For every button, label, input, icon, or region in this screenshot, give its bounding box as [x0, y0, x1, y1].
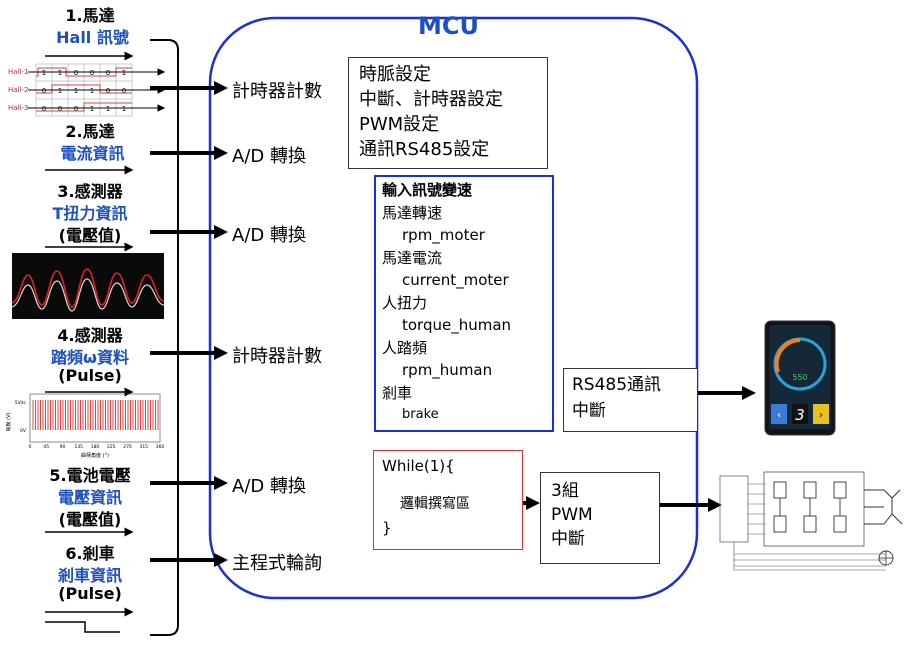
pulse-chart-xtick: 90	[60, 444, 66, 450]
hall-2-bit-4: 1	[90, 87, 94, 95]
input-6-title: 6.剎車	[65, 544, 115, 563]
input-3-note: (電壓值)	[58, 226, 122, 245]
input-5-note: (電壓值)	[58, 510, 122, 529]
bike-display-device: 550 3 ‹ ›	[764, 320, 836, 436]
while-open: While(1){	[382, 457, 455, 475]
mcu-label-adc-2: A/D 轉換	[232, 225, 306, 246]
pwm-interrupt-box: 3組 PWM 中斷	[540, 472, 660, 564]
mcu-label-timer-1: 計時器計數	[232, 81, 322, 102]
cadence-pulse-chart: 電壓 (V) 5Vdc 0V 0 45 90 135 180 225 270 3…	[6, 393, 164, 459]
input-5-title: 5.電池電壓	[49, 466, 131, 485]
input-1-subtitle: Hall 訊號	[56, 28, 129, 47]
hall-3-bit-1: 0	[42, 105, 46, 113]
input-4-subtitle: 踏頻ω資料	[51, 348, 129, 367]
variable-label: 人扭力	[382, 293, 428, 312]
display-gear: 3	[795, 406, 805, 424]
mcu-label-adc-1: A/D 轉換	[232, 146, 306, 167]
while-close: }	[382, 519, 392, 537]
variable-name: brake	[402, 407, 439, 422]
input-5-subtitle: 電壓資訊	[57, 488, 122, 507]
mcu-label-polling: 主程式輪詢	[232, 553, 322, 574]
hall-2-bit-1: 0	[42, 87, 46, 95]
hall-2-bit-6: 0	[122, 87, 126, 95]
input-bracket	[150, 39, 179, 636]
hall-3-label: Hall-3	[8, 104, 28, 112]
rs485-interrupt-box: RS485通訊 中斷	[563, 368, 698, 432]
pulse-chart-xlabel: 曲柄角度 (°)	[81, 452, 109, 459]
hall-signal-table: Hall-1 Hall-2 Hall-3 1 1 0 0 0 1 0 1 1 1 0 0 0 0 0 1 1…	[8, 63, 166, 117]
hall-2-bit-5: 0	[106, 87, 110, 95]
input-2-title: 2.馬達	[65, 122, 115, 141]
torque-waveform-image	[12, 253, 164, 319]
hall-2-bit-3: 1	[74, 87, 78, 95]
pulse-chart-xtick: 315	[139, 444, 148, 450]
pulse-chart-xtick: 45	[43, 444, 49, 450]
logic-area-label: 邏輯撰寫區	[400, 496, 470, 512]
input-4-title: 4.感測器	[57, 326, 123, 345]
mcu-boundary	[208, 16, 699, 600]
display-left-chevron: ‹	[777, 410, 781, 421]
input-variables-box: 輸入訊號變速 馬達轉速 rpm_moter 馬達電流 current_moter…	[374, 175, 554, 432]
variable-label: 剎車	[382, 383, 413, 402]
variable-name: rpm_human	[402, 361, 493, 379]
variable-label: 馬達轉速	[382, 203, 443, 222]
init-line: 通訊RS485設定	[359, 139, 490, 160]
variable-name: current_moter	[402, 271, 509, 289]
input-3-subtitle: T扭力資訊	[52, 204, 128, 223]
variable-label: 馬達電流	[382, 248, 443, 267]
hall-2-bit-2: 1	[58, 87, 62, 95]
variables-title: 輸入訊號變速	[382, 181, 473, 199]
mcu-title: MCU	[418, 12, 479, 40]
variable-name: rpm_moter	[402, 226, 485, 244]
rs485-line: 中斷	[572, 401, 606, 421]
pulse-chart-xtick: 225	[107, 444, 116, 450]
init-settings-box: 時脈設定 中斷、計時器設定 PWM設定 通訊RS485設定	[348, 57, 548, 169]
mcu-label-timer-2: 計時器計數	[232, 346, 322, 367]
main-loop-box: While(1){ 邏輯撰寫區 }	[373, 450, 523, 550]
pulse-chart-xtick: 360	[156, 444, 164, 450]
input-6-note: (Pulse)	[58, 584, 122, 603]
input-6-subtitle: 剎車資訊	[57, 566, 122, 585]
hall-3-bit-6: 1	[122, 105, 126, 113]
hall-1-bit-5: 0	[106, 69, 110, 77]
input-4-note: (Pulse)	[58, 366, 122, 385]
pulse-chart-xtick: 0	[29, 444, 32, 450]
hall-2-label: Hall-2	[8, 86, 28, 94]
variable-label: 人踏頻	[382, 338, 428, 357]
init-line: 時脈設定	[359, 64, 431, 85]
input-3-title: 3.感測器	[57, 182, 123, 201]
pulse-chart-ytick-low: 0V	[20, 428, 27, 434]
inverter-motor-schematic	[719, 471, 903, 571]
hall-3-bit-3: 0	[74, 105, 78, 113]
rs485-line: RS485通訊	[572, 375, 662, 395]
display-speed: 550	[792, 373, 807, 382]
pwm-line: 中斷	[551, 529, 585, 549]
hall-1-bit-2: 1	[58, 69, 62, 77]
hall-1-bit-1: 1	[42, 69, 46, 77]
hall-1-label: Hall-1	[8, 68, 28, 76]
hall-1-bit-4: 0	[90, 69, 94, 77]
variable-name: torque_human	[402, 316, 512, 334]
pulse-chart-xtick: 180	[91, 444, 100, 450]
pulse-chart-xtick: 135	[74, 444, 83, 450]
init-line: PWM設定	[359, 114, 440, 135]
pulse-chart-ylabel: 電壓 (V)	[6, 413, 12, 432]
hall-3-bit-2: 0	[58, 105, 62, 113]
hall-1-bit-6: 1	[122, 69, 126, 77]
pulse-chart-xtick: 270	[123, 444, 132, 450]
hall-3-bit-4: 1	[90, 105, 94, 113]
hall-1-bit-3: 0	[74, 69, 78, 77]
pulse-chart-ytick-high: 5Vdc	[15, 400, 27, 406]
input-1-title: 1.馬達	[65, 6, 115, 25]
hall-3-bit-5: 1	[106, 105, 110, 113]
pwm-line: PWM	[551, 505, 593, 525]
mcu-label-adc-3: A/D 轉換	[232, 476, 306, 497]
input-2-subtitle: 電流資訊	[60, 144, 125, 163]
init-line: 中斷、計時器設定	[359, 89, 503, 110]
display-right-chevron: ›	[819, 410, 823, 421]
pwm-line: 3組	[551, 481, 579, 501]
